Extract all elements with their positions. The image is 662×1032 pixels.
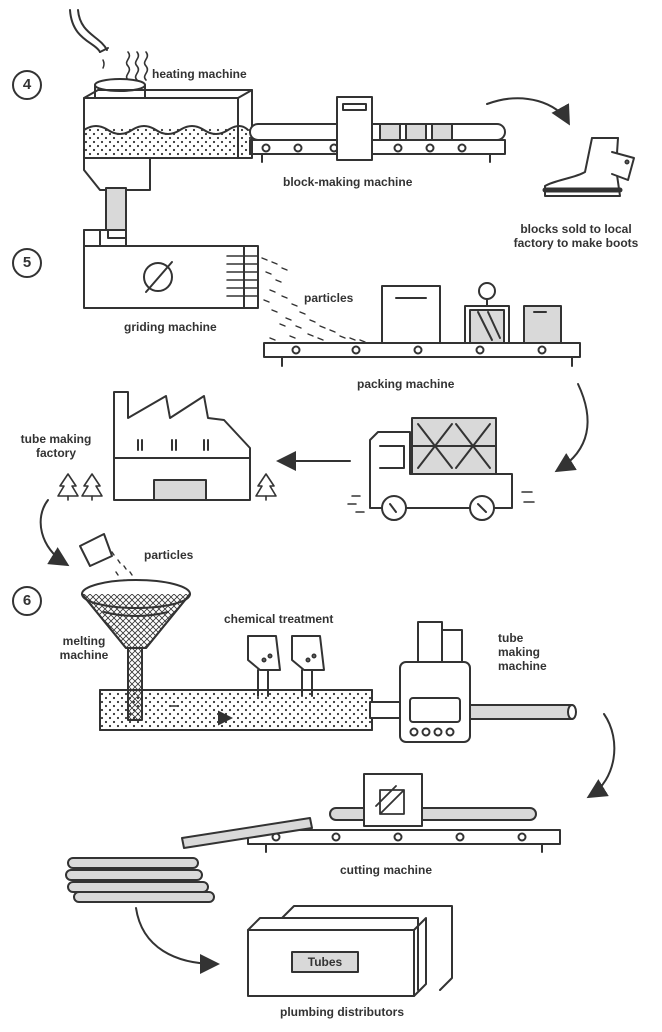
step-5-marker: 5 (12, 248, 42, 278)
melting-line-1: melting (62, 634, 106, 648)
bucket-icon (79, 533, 113, 567)
particles-label-top: particles (304, 291, 354, 305)
block-making-machine-icon (249, 96, 506, 163)
boot-icon (542, 137, 635, 197)
packing-machine-icon (263, 282, 581, 367)
packing-machine-label: packing machine (357, 377, 455, 391)
factory-icon (113, 391, 251, 501)
block-making-machine-label: block-making machine (283, 175, 413, 189)
particles-label-bottom: particles (144, 548, 194, 562)
melting-channel-icon (99, 689, 405, 730)
griding-machine-label: griding machine (124, 320, 217, 334)
truck-icon (347, 417, 535, 521)
tube-making-machine-label: tube making machine (498, 631, 547, 673)
cutting-machine-icon (181, 773, 561, 853)
steam-icon (125, 51, 149, 81)
tubes-box-label: Tubes (307, 955, 343, 969)
tube-making-line-1: tube (498, 631, 524, 645)
heating-machine-icon (83, 78, 253, 191)
tube-pile-icon (65, 857, 215, 903)
chemical-treatment-label: chemical treatment (224, 612, 334, 626)
tube-making-line-3: machine (498, 659, 547, 673)
tube-making-line-2: making (498, 645, 541, 659)
blocks-sold-line-2: factory to make boots (513, 236, 639, 250)
particles-spray-icon (261, 257, 366, 343)
plumbing-distributors-label: plumbing distributors (280, 1005, 404, 1019)
heating-machine-label: heating machine (152, 67, 247, 81)
blocks-sold-label: blocks sold to local factory to make boo… (496, 222, 656, 250)
melting-line-2: machine (59, 648, 109, 662)
step-4-marker: 4 (12, 70, 42, 100)
blocks-sold-line-1: blocks sold to local (520, 222, 632, 236)
hose-icon (69, 9, 109, 69)
step-6-marker: 6 (12, 586, 42, 616)
chemical-dispenser-icon (247, 635, 325, 697)
tube-making-machine-icon (399, 621, 577, 743)
melting-machine-label: melting machine (46, 634, 122, 662)
tree-icon (57, 473, 277, 501)
tube-factory-line-1: tube making (20, 432, 92, 446)
tube-factory-line-2: factory (35, 446, 76, 460)
griding-machine-icon (83, 187, 259, 309)
tubes-box-icon (247, 905, 453, 997)
cutting-machine-label: cutting machine (340, 863, 433, 877)
tube-making-factory-label: tube making factory (6, 432, 106, 460)
